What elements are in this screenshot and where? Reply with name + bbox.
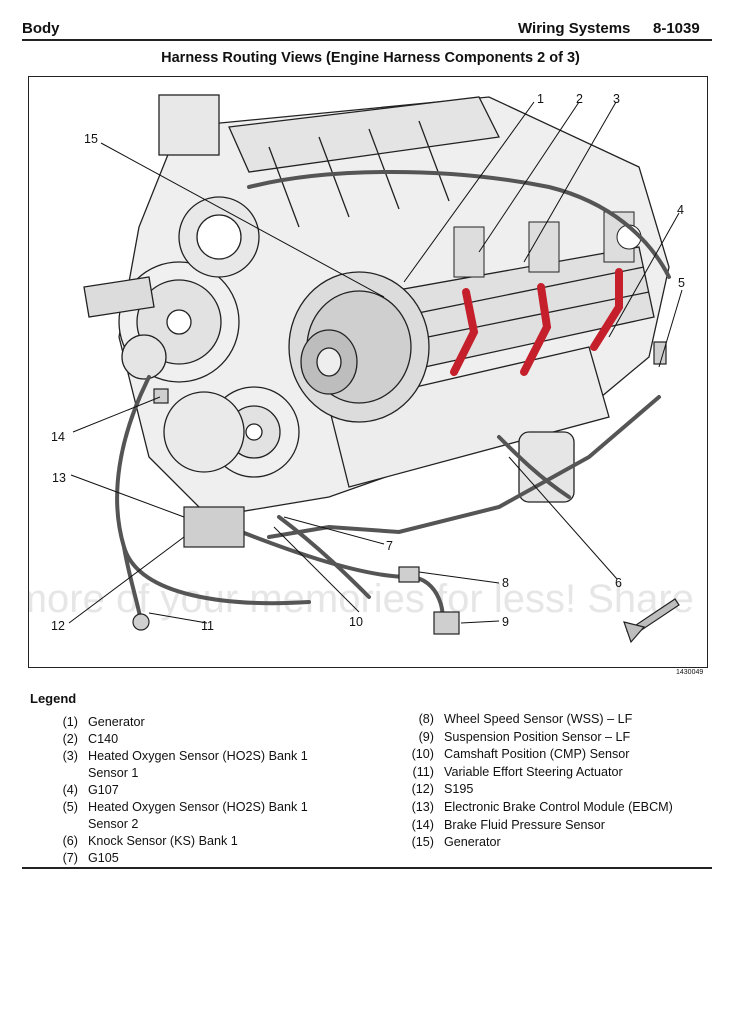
legend-number: (1) [62, 715, 78, 729]
legend-item: (4) G107 [30, 782, 390, 799]
callout-14: 14 [51, 430, 65, 444]
legend-item: (6) Knock Sensor (KS) Bank 1 [30, 833, 390, 850]
legend-item: (11) Variable Effort Steering Actuator [380, 764, 720, 782]
callout-7: 7 [386, 539, 393, 553]
callout-9: 9 [502, 615, 509, 629]
legend-text: Electronic Brake Control Module (EBCM) [444, 799, 673, 814]
figure-id: 1430049 [676, 669, 704, 676]
callout-1: 1 [537, 92, 544, 106]
legend-text: Heated Oxygen Sensor (HO2S) Bank 1 Senso… [88, 749, 308, 780]
legend-text: Camshaft Position (CMP) Sensor [444, 747, 630, 762]
connectors [132, 341, 667, 635]
legend-item: (13) Electronic Brake Control Module (EBC… [380, 799, 720, 817]
legend-text: Brake Fluid Pressure Sensor [444, 817, 605, 832]
legend-item: (5) Heated Oxygen Sensor (HO2S) Bank 1 Se… [30, 799, 390, 833]
legend-text: Heated Oxygen Sensor (HO2S) Bank 1 Senso… [88, 800, 308, 831]
callout-10: 10 [349, 615, 363, 629]
legend-number: (4) [62, 783, 78, 797]
legend-text: Knock Sensor (KS) Bank 1 [88, 834, 238, 848]
section-title: Body [22, 20, 60, 37]
callout-8: 8 [502, 576, 509, 590]
legend-number: (3) [62, 749, 78, 763]
legend-number: (13) [411, 799, 434, 814]
legend-text: S195 [444, 782, 474, 797]
legend-number: (9) [418, 729, 434, 744]
callout-6: 6 [615, 576, 622, 590]
legend-title: Legend [30, 691, 77, 706]
legend-text: Suspension Position Sensor – LF [444, 729, 631, 744]
legend-number: (7) [62, 851, 78, 865]
legend-text: G107 [88, 783, 119, 797]
callout-3: 3 [613, 92, 620, 106]
callout-11: 11 [201, 619, 214, 633]
legend-number: (10) [411, 747, 434, 762]
footer-rule [22, 867, 712, 869]
legend-left-column: (1) Generator (2) C140 (3) Heated Oxygen Se… [30, 714, 390, 867]
leader-lines [68, 101, 683, 624]
watermark: Protect more of your memories for less! … [29, 577, 707, 621]
callout-5: 5 [678, 276, 685, 290]
header-rule [22, 39, 712, 41]
legend-item: (2) C140 [30, 731, 390, 748]
legend-item: (12) S195 [380, 781, 720, 799]
legend-text: Wheel Speed Sensor (WSS) – LF [444, 712, 633, 726]
highlighted-wires [450, 268, 623, 376]
legend-number: (12) [411, 782, 434, 797]
legend-item: (7) G105 [30, 850, 390, 867]
legend-item: (14) Brake Fluid Pressure Sensor [380, 817, 720, 835]
legend-number: (14) [411, 817, 434, 832]
legend-text: C140 [88, 732, 119, 746]
legend-text: Generator [444, 835, 501, 850]
callout-13: 13 [52, 471, 66, 485]
legend-text: G105 [88, 851, 119, 865]
legend-number: (8) [418, 712, 434, 726]
callout-12: 12 [51, 619, 65, 633]
chapter-title: Wiring Systems [518, 20, 631, 37]
legend-text: Variable Effort Steering Actuator [444, 764, 623, 779]
legend-item: (15) Generator [380, 834, 720, 852]
legend-number: (6) [62, 834, 78, 848]
callouts: 1 2 3 4 5 6 7 8 9 10 11 12 13 14 15 [51, 92, 685, 633]
legend-text: Generator [88, 715, 145, 729]
wiring-harness [115, 170, 671, 634]
pulleys [83, 196, 300, 478]
legend-number: (2) [62, 732, 78, 746]
generator [288, 271, 430, 423]
legend-item: (3) Heated Oxygen Sensor (HO2S) Bank 1 Se… [30, 748, 390, 782]
legend-item: (8) Wheel Speed Sensor (WSS) – LF [380, 711, 720, 729]
page-number: 8-1039 [653, 20, 700, 37]
callout-4: 4 [677, 203, 684, 217]
legend-number: (5) [62, 800, 78, 814]
legend-number: (11) [412, 764, 434, 779]
figure-frame: Protect more of your memories for less! … [0, 76, 741, 668]
figure-title: Harness Routing Views (Engine Harness Co… [161, 50, 580, 66]
direction-arrow-icon [623, 598, 680, 644]
engine-illustration: Protect more of your memories for less! … [0, 92, 741, 644]
legend-right-column: (8) Wheel Speed Sensor (WSS) – LF (9) Susp… [380, 711, 720, 852]
callout-15: 15 [84, 132, 98, 146]
callout-2: 2 [576, 92, 583, 106]
legend-item: (1) Generator [30, 714, 390, 731]
legend-item: (9) Suspension Position Sensor – LF [380, 729, 720, 747]
legend-item: (10) Camshaft Position (CMP) Sensor [380, 746, 720, 764]
legend-number: (15) [411, 835, 434, 850]
